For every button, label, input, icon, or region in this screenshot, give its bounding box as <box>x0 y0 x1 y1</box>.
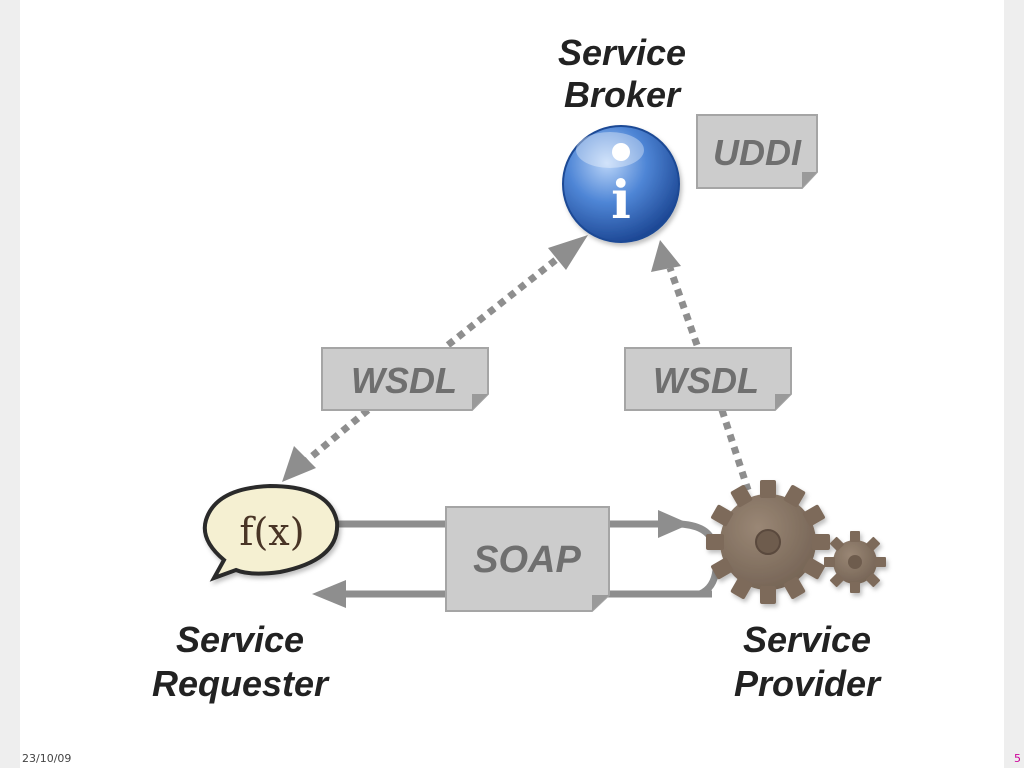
info-icon: i <box>562 125 680 243</box>
slide <box>20 0 1004 768</box>
provider-label-line1: Service <box>743 619 871 660</box>
requester-label-line1: Service <box>176 619 304 660</box>
wsdl-document-right: WSDL <box>624 347 792 411</box>
requester-label-line2: Requester <box>152 663 330 704</box>
info-symbol: i <box>611 170 631 231</box>
soap-label: SOAP <box>473 539 581 581</box>
speech-bubble-icon: f(x) <box>202 483 340 582</box>
service-broker-label: Service Broker <box>558 32 686 115</box>
footer-date: 23/10/09 <box>22 752 72 765</box>
broker-label-line1: Service <box>558 32 686 73</box>
wsdl-left-label: WSDL <box>351 360 457 401</box>
wsdl-right-label: WSDL <box>653 360 759 401</box>
wsdl-document-left: WSDL <box>321 347 489 411</box>
service-provider-label: Service Provider <box>734 619 882 704</box>
function-symbol: f(x) <box>239 510 304 554</box>
provider-label-line2: Provider <box>734 663 882 704</box>
service-requester-label: Service Requester <box>152 619 330 704</box>
uddi-label: UDDI <box>713 132 802 173</box>
broker-label-line2: Broker <box>564 74 682 115</box>
footer-page-number: 5 <box>1014 752 1021 765</box>
gears-icon <box>706 480 886 604</box>
publish-arrow-right <box>651 240 752 492</box>
publish-discover-arrow-left <box>282 235 588 482</box>
soap-document: SOAP <box>445 506 610 612</box>
uddi-document: UDDI <box>696 114 818 189</box>
